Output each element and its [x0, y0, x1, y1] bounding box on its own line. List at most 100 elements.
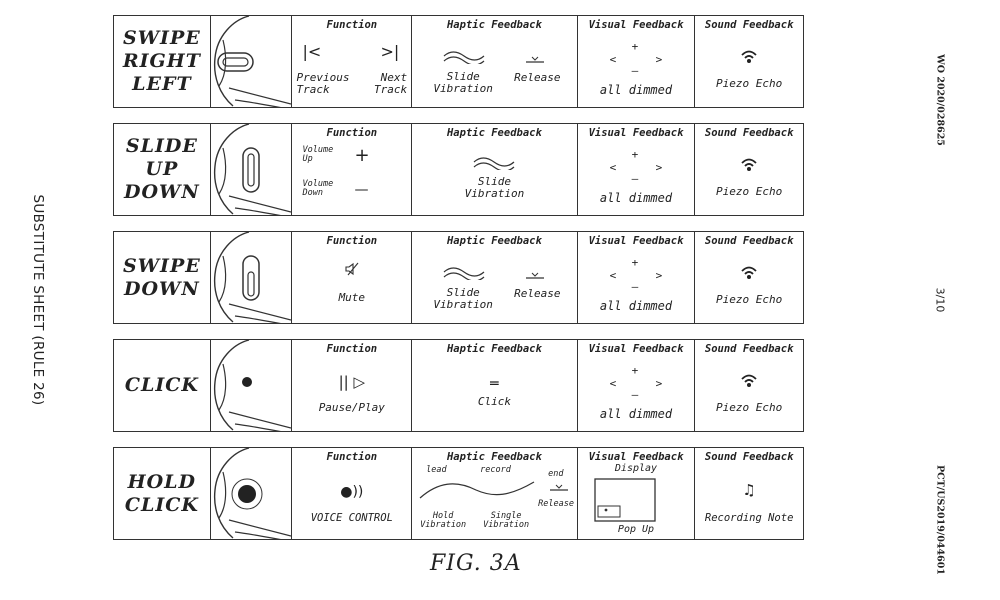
- function-header: Function: [326, 343, 378, 355]
- plus-indicator: +: [631, 148, 639, 161]
- wave-icon: [473, 157, 515, 170]
- sound-header: Sound Feedback: [704, 343, 794, 355]
- function-header: Function: [326, 451, 378, 463]
- function-header: Function: [326, 127, 378, 139]
- voice-control-icon: ●)): [340, 484, 364, 500]
- visual-header: Visual Feedback: [588, 235, 684, 247]
- function-cell: Function Mute: [292, 232, 413, 323]
- hold-vibration-label: Hold Vibration: [420, 511, 467, 530]
- minus-indicator: –: [631, 64, 639, 77]
- right-indicator: >: [655, 53, 663, 66]
- display-label: Display: [614, 463, 658, 474]
- sound-wave-icon: [741, 50, 757, 63]
- sound-cell: Sound Feedback Piezo Echo: [695, 16, 803, 107]
- publication-number: WO 2020/028625: [934, 54, 946, 146]
- release-label: Release: [514, 287, 561, 300]
- release-icon: [526, 272, 545, 279]
- previous-track-icon: |<: [302, 42, 322, 61]
- visual-cell: Visual Feedback Display Pop Up: [578, 448, 696, 539]
- gesture-cell: CLICK: [114, 340, 211, 431]
- haptic-header: Haptic Feedback: [446, 19, 542, 31]
- hold-wave-icon: [419, 481, 535, 499]
- right-indicator: >: [655, 161, 663, 174]
- haptic-cell: Haptic Feedback ═ Click: [412, 340, 578, 431]
- plus-indicator: +: [631, 364, 639, 377]
- left-indicator: <: [609, 161, 617, 174]
- gesture-cell: HOLD CLICK: [114, 448, 211, 539]
- wave-icon: [443, 267, 485, 280]
- click-icon: ═: [490, 376, 499, 392]
- visual-label: all dimmed: [599, 299, 673, 313]
- ear-vertical-slot-bottom-icon: [213, 232, 291, 323]
- plus-indicator: +: [631, 40, 639, 53]
- volume-down-icon: —: [354, 182, 369, 198]
- sound-label: Piezo Echo: [716, 185, 783, 198]
- record-label: record: [480, 465, 511, 475]
- gesture-label: HOLD CLICK: [124, 470, 199, 516]
- haptic-header: Haptic Feedback: [446, 127, 542, 139]
- function-cell: Function ●)) VOICE CONTROL: [292, 448, 413, 539]
- gesture-row-swipe-down: SWIPE DOWN Function Mute Haptic Feedback…: [113, 231, 804, 324]
- minus-indicator: –: [631, 388, 639, 401]
- slide-vibration-label: Slide Vibration: [433, 286, 493, 311]
- haptic-header: Haptic Feedback: [446, 451, 542, 463]
- release-icon: [550, 484, 569, 491]
- visual-label: all dimmed: [599, 191, 673, 205]
- sound-label: Recording Note: [704, 512, 794, 524]
- end-label: end: [548, 469, 564, 479]
- sound-header: Sound Feedback: [704, 451, 794, 463]
- sound-label: Piezo Echo: [716, 293, 783, 306]
- popup-label: Pop Up: [617, 524, 655, 535]
- gesture-cell: SLIDE UP DOWN: [114, 124, 211, 215]
- minus-indicator: –: [631, 280, 639, 293]
- visual-label: all dimmed: [599, 83, 673, 97]
- ear-horizontal-slot-icon: [213, 16, 291, 107]
- release-icon: [526, 56, 545, 63]
- sound-cell: Sound Feedback Piezo Echo: [695, 340, 803, 431]
- function-header: Function: [326, 19, 378, 31]
- sound-label: Piezo Echo: [716, 77, 783, 90]
- single-vibration-label: Single Vibration: [483, 511, 530, 530]
- sound-header: Sound Feedback: [704, 127, 794, 139]
- gesture-row-slide-up-down: SLIDE UP DOWN Function Volume Up + Volum…: [113, 123, 804, 216]
- figure-caption: FIG. 3A: [430, 551, 522, 576]
- next-track-icon: >|: [380, 42, 400, 61]
- right-indicator: >: [655, 377, 663, 390]
- lead-label: lead: [426, 465, 447, 475]
- haptic-cell: Haptic Feedback Slide Vibration: [412, 124, 578, 215]
- sound-header: Sound Feedback: [704, 235, 794, 247]
- slide-vibration-label: Slide Vibration: [464, 175, 525, 200]
- function-header: Function: [326, 235, 378, 247]
- haptic-cell: Haptic Feedback Slide Vibration Release: [412, 232, 578, 323]
- visual-cell: Visual Feedback + < > – all dimmed: [578, 340, 696, 431]
- haptic-header: Haptic Feedback: [446, 343, 542, 355]
- mute-icon: [345, 262, 359, 276]
- gesture-cell: SWIPE DOWN: [114, 232, 211, 323]
- gesture-label: CLICK: [124, 374, 199, 396]
- slide-vibration-label: Slide Vibration: [433, 70, 493, 95]
- earbud-diagram: [211, 16, 293, 107]
- gesture-label: SWIPE RIGHT LEFT: [122, 27, 201, 95]
- left-margin-text: SUBSTITUTE SHEET (RULE 26): [30, 194, 46, 406]
- haptic-cell: Haptic Feedback lead record end Hold Vib…: [412, 448, 578, 539]
- left-indicator: <: [609, 269, 617, 282]
- plus-indicator: +: [631, 256, 639, 269]
- visual-cell: Visual Feedback + < > – all dimmed: [578, 16, 696, 107]
- gesture-label: SWIPE DOWN: [123, 254, 201, 300]
- left-indicator: <: [609, 53, 617, 66]
- volume-down-label: Volume Down: [302, 179, 334, 198]
- volume-up-label: Volume Up: [302, 145, 334, 164]
- function-cell: Function Volume Up + Volume Down —: [292, 124, 413, 215]
- haptic-cell: Haptic Feedback Slide Vibration Release: [412, 16, 578, 107]
- ear-large-dot-icon: [213, 448, 291, 539]
- earbud-diagram: [211, 232, 293, 323]
- gesture-cell: SWIPE RIGHT LEFT: [114, 16, 211, 107]
- music-note-icon: ♫: [742, 481, 756, 499]
- release-label: Release: [514, 71, 561, 84]
- function-cell: Function || ▷ Pause/Play: [292, 340, 413, 431]
- minus-indicator: –: [631, 172, 639, 185]
- sound-cell: Sound Feedback Piezo Echo: [695, 124, 803, 215]
- pause-play-label: Pause/Play: [318, 401, 385, 414]
- visual-header: Visual Feedback: [588, 343, 684, 355]
- function-cell: Function |< >| Previous Track Next Track: [292, 16, 413, 107]
